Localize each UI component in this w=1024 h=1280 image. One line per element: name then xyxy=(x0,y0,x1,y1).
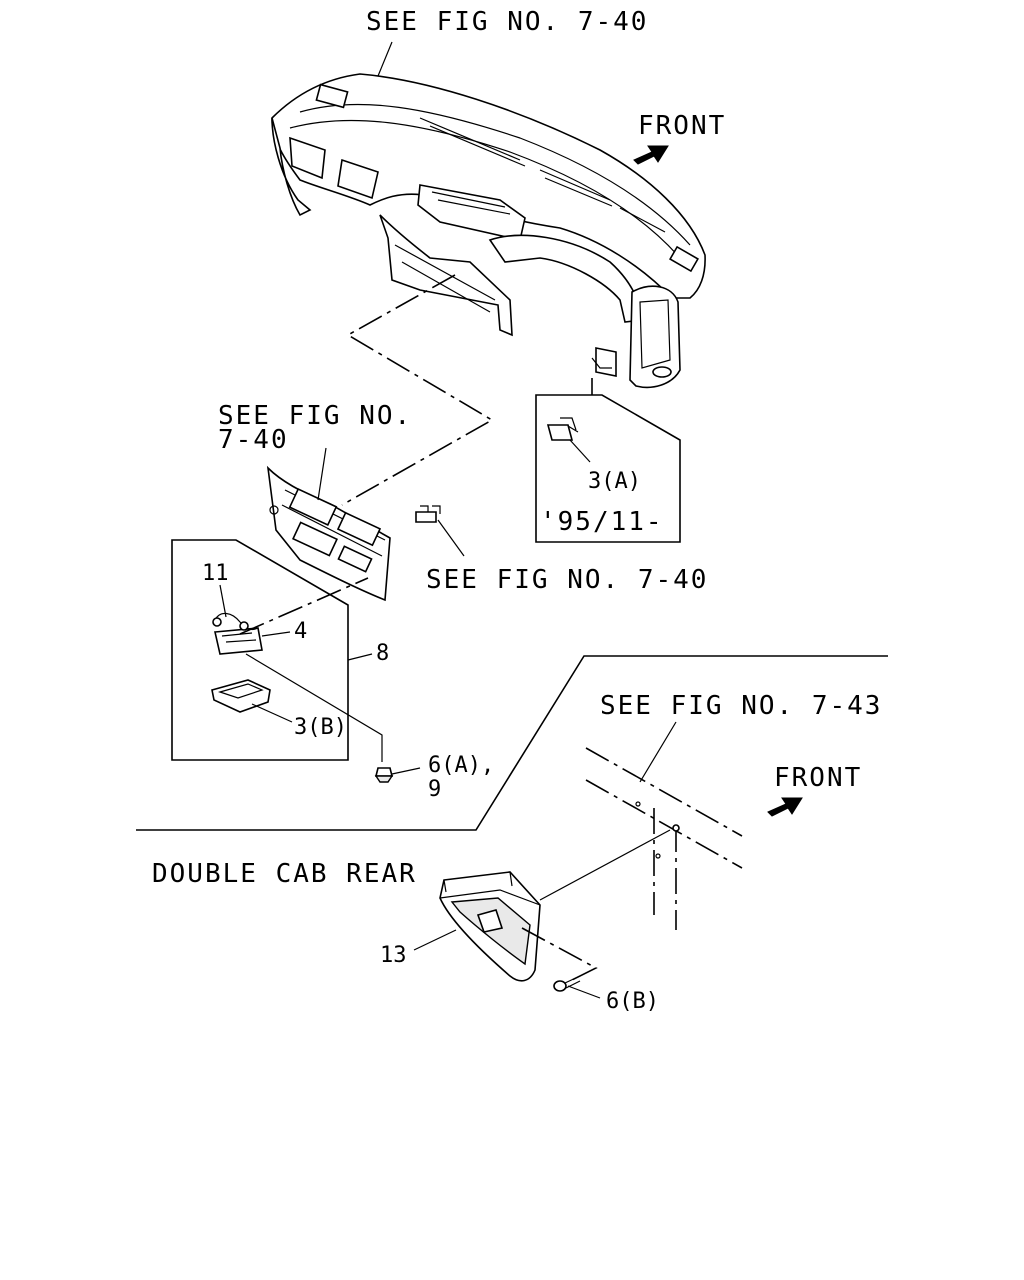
callout-9: 9 xyxy=(428,777,441,802)
callout-4: 4 xyxy=(294,619,307,644)
dashboard-panel xyxy=(271,73,706,389)
roof-frame xyxy=(585,721,743,930)
retainer-clip xyxy=(415,505,465,557)
screw-6a xyxy=(374,767,421,783)
label-double-cab-rear: DOUBLE CAB REAR xyxy=(152,859,417,889)
screw-6b xyxy=(553,975,601,999)
label-front-top: FRONT xyxy=(638,111,726,141)
leader-see-fig-left xyxy=(317,447,327,501)
front-arrow-top xyxy=(633,145,669,165)
label-see-fig-left-line2: 7-40 xyxy=(218,425,289,455)
center-bezel xyxy=(266,465,391,602)
callout-11: 11 xyxy=(202,561,229,586)
callout-6a: 6(A), xyxy=(428,753,494,778)
label-see-fig-mid: SEE FIG NO. 7-40 xyxy=(426,565,708,595)
rear-ashtray-13 xyxy=(413,829,671,983)
section-divider xyxy=(136,655,888,831)
callout-6b: 6(B) xyxy=(606,989,659,1014)
front-arrow-bottom xyxy=(767,797,803,817)
label-front-bottom: FRONT xyxy=(774,763,862,793)
ashtray-group-box xyxy=(171,539,383,762)
callout-8: 8 xyxy=(376,641,389,666)
label-see-fig-right: SEE FIG NO. 7-43 xyxy=(600,691,882,721)
callout-3b: 3(B) xyxy=(294,715,347,740)
inset-box-3a xyxy=(535,378,681,543)
callout-3a: 3(A) xyxy=(588,469,641,494)
label-see-fig-left-line1: SEE FIG NO. xyxy=(218,401,412,431)
callout-13: 13 xyxy=(380,943,407,968)
leader-see-fig-top xyxy=(377,41,393,77)
label-see-fig-top: SEE FIG NO. 7-40 xyxy=(366,7,648,37)
label-date-code: '95/11- xyxy=(540,507,664,537)
